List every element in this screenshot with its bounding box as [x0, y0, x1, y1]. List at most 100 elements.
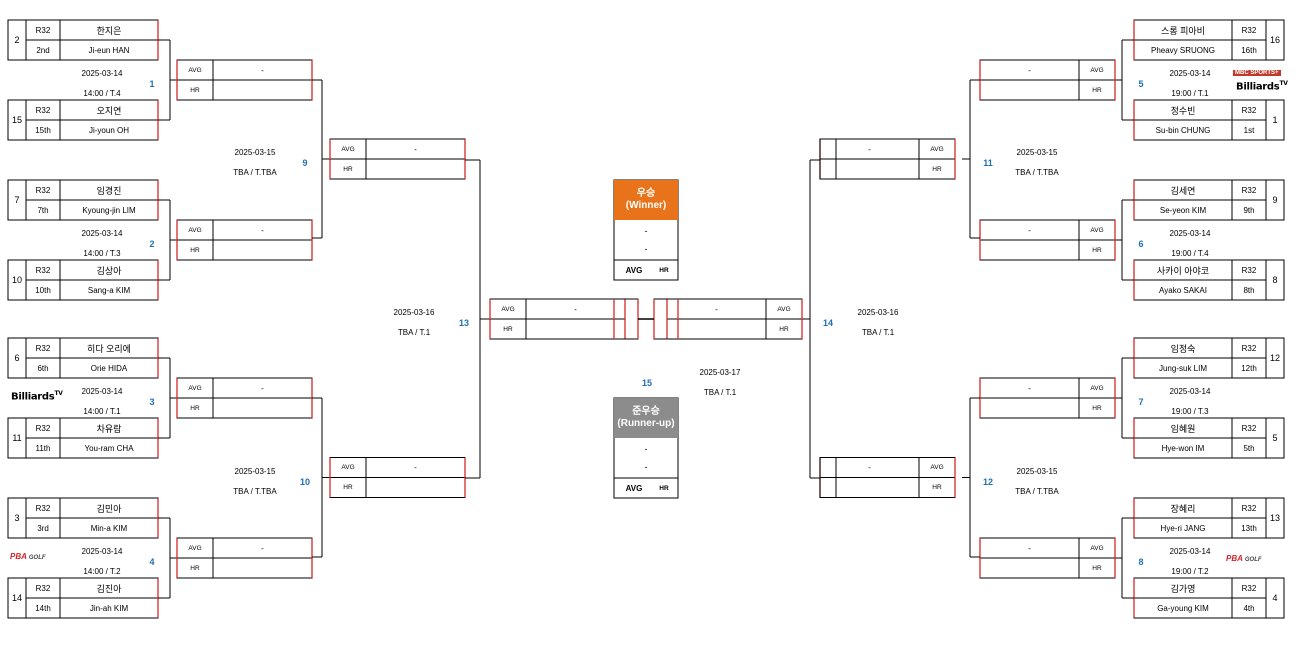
r16-m7-value: -: [1028, 383, 1031, 393]
winner-stats-row: [613, 259, 679, 281]
player-name-korean: 한지은: [96, 25, 122, 36]
player-seed: 11: [12, 433, 22, 443]
match-date: 2025-03-14: [81, 547, 123, 556]
sf-m14-hr-label: HR: [779, 325, 789, 333]
player-name-korean: 김민아: [96, 503, 122, 514]
r16-m7-avg-label: AVG: [1090, 384, 1104, 392]
player-round: R32: [1241, 503, 1257, 513]
match-time: 19:00 / T.3: [1171, 407, 1209, 416]
player-name-english: You-ram CHA: [84, 443, 134, 453]
r16-m8-avg-label: AVG: [1090, 544, 1104, 552]
hr-value-box: [979, 239, 1080, 261]
player-rank: 15th: [35, 125, 51, 135]
player-round: R32: [1241, 583, 1257, 593]
runner_up-subtitle: (Runner-up): [617, 418, 675, 429]
r16-m6-value: -: [1028, 225, 1031, 235]
r16-m8-value: -: [1028, 543, 1031, 553]
r16-m7-hr-label: HR: [1092, 404, 1102, 412]
match-number: 2: [149, 239, 155, 249]
player-name-korean: 정수빈: [1170, 105, 1196, 116]
hr-value-box: [979, 397, 1080, 419]
match-number: 11: [983, 158, 993, 168]
player-name-english: Ayako SAKAI: [1159, 285, 1207, 295]
runner_up-avg-label: AVG: [625, 483, 643, 493]
match-number: 12: [982, 476, 993, 487]
player-seed: 1: [1272, 115, 1278, 125]
player-name-english: Min-a KIM: [90, 523, 128, 533]
golf-text: GOLF: [1244, 557, 1262, 563]
hr-value-box: [979, 79, 1080, 101]
hr-value-box: [212, 557, 313, 579]
player-round: R32: [1241, 25, 1257, 35]
edge-box: [819, 138, 837, 180]
player-rank: 4th: [1243, 603, 1255, 613]
player-seed: 5: [1272, 433, 1278, 443]
match-time: TBA / T.TBA: [233, 168, 277, 177]
r16-m4-avg-label: AVG: [188, 544, 202, 552]
hr-value-box: [819, 158, 920, 180]
r16-m5-value: -: [1028, 65, 1031, 75]
player-rank: 7th: [37, 205, 49, 215]
match-date: 2025-03-15: [1016, 466, 1058, 476]
qf-m9-hr-label: HR: [343, 165, 353, 173]
match-time: TBA / T.1: [861, 328, 895, 337]
match-date: 2025-03-16: [857, 308, 899, 317]
match-date: 2025-03-15: [234, 148, 276, 157]
hr-value-box: [212, 397, 313, 419]
match-number: 7: [1138, 397, 1144, 407]
r16-m5-avg-label: AVG: [1090, 66, 1104, 74]
runner_up-name: -: [644, 444, 648, 454]
player-name-english: Jung-suk LIM: [1158, 363, 1208, 373]
player-seed: 8: [1272, 275, 1278, 285]
qf-m11-avg-label: AVG: [930, 145, 944, 153]
r16-m6-hr-label: HR: [1092, 246, 1102, 254]
match-time: TBA / T.TBA: [233, 486, 277, 496]
player-seed: 16: [1269, 35, 1280, 45]
winner-value: -: [644, 244, 648, 254]
player-round: R32: [1241, 423, 1257, 433]
hr-value-box: [365, 158, 466, 180]
hr-value-box: [666, 318, 767, 340]
player-name-korean: 임정숙: [1170, 343, 1196, 354]
player-seed: 10: [11, 275, 22, 285]
match-number: 15: [641, 378, 652, 388]
qf-m12-hr-label: HR: [932, 484, 942, 491]
match-time: 14:00 / T.2: [83, 567, 121, 576]
billiards-tv-logo-left: BilliardsTV: [11, 390, 63, 402]
player-rank: 16th: [1241, 45, 1257, 55]
match-date: 2025-03-17: [699, 368, 741, 377]
player-name-korean: 히다 오리에: [87, 343, 131, 354]
r16-m1-value: -: [261, 65, 264, 75]
qf-m10-value: -: [414, 463, 417, 472]
hr-value-box: [979, 557, 1080, 579]
qf-m10-avg-label: AVG: [341, 464, 355, 471]
match-date: 2025-03-14: [81, 69, 123, 78]
qf-m9-value: -: [414, 144, 417, 154]
player-round: R32: [35, 25, 51, 35]
player-name-english: Se-yeon KIM: [1159, 205, 1207, 215]
runner_up-title: 준우승: [632, 406, 660, 417]
runner_up-value: -: [644, 462, 648, 472]
pba-text: PBA: [10, 552, 27, 561]
hr-value-box: [819, 477, 920, 498]
winner-name: -: [644, 226, 648, 236]
match-date: 2025-03-15: [234, 466, 276, 476]
r16-m2-avg-label: AVG: [188, 226, 202, 234]
winner-subtitle: (Winner): [625, 200, 667, 211]
sf-m14-value: -: [715, 304, 718, 314]
tv-text: TV: [1279, 80, 1288, 87]
player-round: R32: [35, 503, 51, 513]
qf-m11-hr-label: HR: [932, 165, 942, 173]
sf-m13-hr-label: HR: [503, 325, 513, 333]
player-seed: 6: [14, 353, 20, 363]
r16-m3-value: -: [261, 383, 264, 393]
match-date: 2025-03-14: [1169, 547, 1211, 556]
sf-m13-value: -: [574, 304, 577, 314]
qf-m9-avg-label: AVG: [341, 145, 355, 153]
player-rank: 13th: [1241, 523, 1257, 533]
r16-m2-hr-label: HR: [190, 246, 200, 254]
match-time: TBA / T.1: [703, 388, 737, 397]
